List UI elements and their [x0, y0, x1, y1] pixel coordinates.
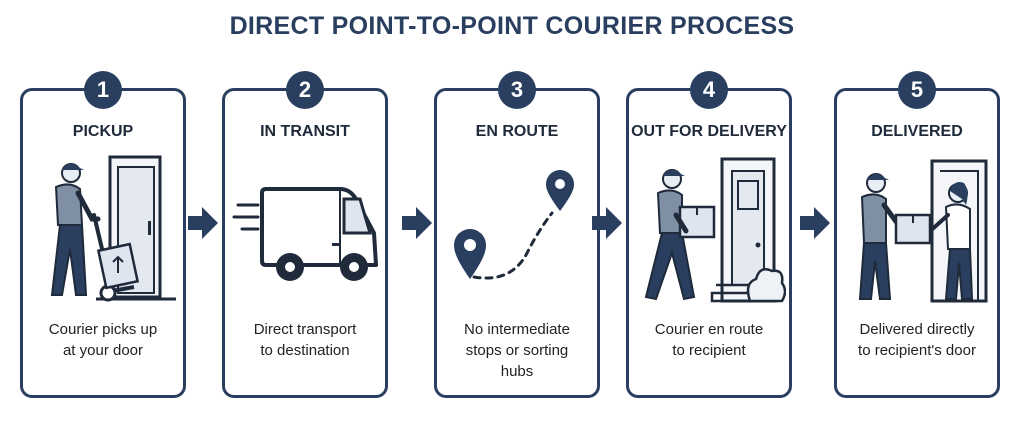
arrow-right-icon — [592, 207, 622, 239]
arrow-right-icon — [402, 207, 432, 239]
step-title: DELIVERED — [871, 123, 963, 140]
route-map-pins-icon — [454, 170, 574, 280]
step-description: Courier en route to recipient — [654, 321, 764, 359]
arrow-right-icon — [800, 207, 830, 239]
step-card-pickup: 1 PICKUP Courier picks up at your door — [20, 71, 186, 398]
step-title: IN TRANSIT — [260, 123, 350, 140]
step-card-en-route: 3 EN ROUTE No intermediate stops or sort… — [434, 71, 600, 398]
step-card-delivered: 5 DELIVERED Delivered directly to recipi… — [834, 71, 1000, 398]
courier-pickup-icon — [50, 155, 176, 302]
step-title: EN ROUTE — [475, 123, 559, 140]
step-title: OUT FOR DELIVERY — [631, 123, 787, 140]
delivery-van-icon — [232, 187, 378, 281]
step-title: PICKUP — [72, 123, 134, 140]
page-title: DIRECT POINT-TO-POINT COURIER PROCESS — [229, 12, 795, 40]
step-card-in-transit: 2 IN TRANSIT Direct transport to destina… — [222, 71, 388, 398]
package-handoff-icon — [858, 159, 988, 303]
step-description: Courier picks up at your door — [48, 321, 158, 359]
arrow-right-icon — [188, 207, 218, 239]
step-description: No intermediate stops or sorting hubs — [464, 321, 570, 380]
courier-walking-box-icon — [644, 157, 786, 303]
step-description: Direct transport to destination — [253, 321, 357, 359]
step-number-badge: 5 — [898, 71, 936, 109]
step-description: Delivered directly to recipient's door — [858, 321, 976, 359]
step-number-badge: 4 — [690, 71, 728, 109]
step-number-badge: 2 — [286, 71, 324, 109]
step-number-badge: 1 — [84, 71, 122, 109]
step-number-badge: 3 — [498, 71, 536, 109]
step-card-out-for-delivery: 4 OUT FOR DELIVERY Courier en route to r… — [626, 71, 792, 398]
